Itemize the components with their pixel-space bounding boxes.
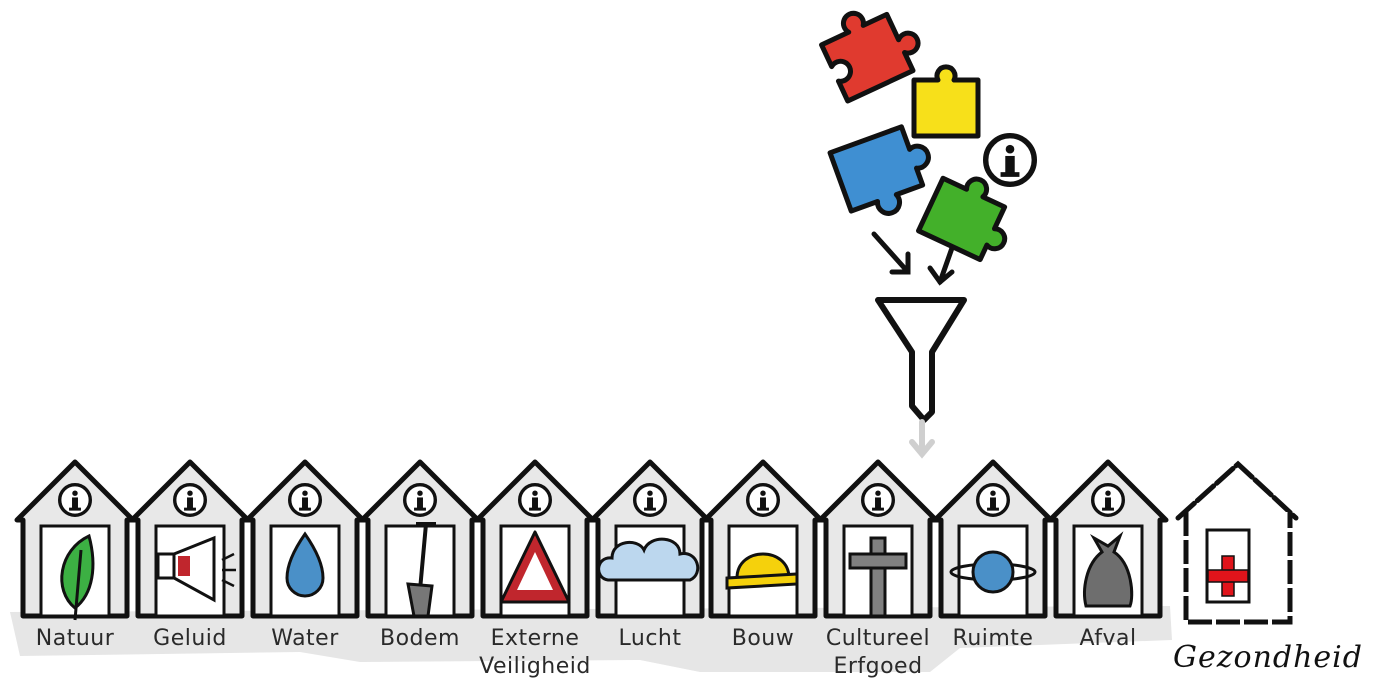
- info-icon: [1093, 485, 1124, 516]
- house-label-afval: Afval: [1079, 626, 1136, 651]
- house-label-water: Water: [271, 626, 339, 651]
- info-icon: [986, 136, 1035, 185]
- house-label-natuur: Natuur: [36, 626, 115, 651]
- info-icon: [405, 485, 436, 516]
- house-label-cultureel: Cultureel: [826, 626, 930, 651]
- info-icon: [748, 485, 779, 516]
- house-label-bodem: Bodem: [380, 626, 460, 651]
- info-icon: [978, 485, 1009, 516]
- house-label-ruimte: Ruimte: [953, 626, 1034, 651]
- faint-arrow-icon: [912, 422, 932, 454]
- yellow-puzzle-piece-icon: [914, 67, 978, 136]
- house-label-bouw: Bouw: [732, 626, 795, 651]
- puzzle-cluster: [815, 0, 1035, 454]
- info-icon: [175, 485, 206, 516]
- info-icon: [635, 485, 666, 516]
- info-icon: [863, 485, 894, 516]
- info-icon: [520, 485, 551, 516]
- house-label-veiligheid: Veiligheid: [479, 654, 591, 679]
- arrow-left-icon: [874, 234, 908, 272]
- house-label-erfgoed: Erfgoed: [833, 654, 922, 679]
- funnel-icon: [878, 300, 964, 420]
- info-icon: [290, 485, 321, 516]
- arrow-right-icon: [930, 248, 952, 282]
- house-label-externe: Externe: [491, 626, 580, 651]
- red-puzzle-piece-icon: [815, 0, 929, 101]
- house-label-gezondheid: Gezondheid: [1173, 640, 1363, 675]
- health-house: Gezondheid: [1173, 464, 1363, 675]
- house-label-geluid: Geluid: [153, 626, 227, 651]
- info-icon: [60, 485, 91, 516]
- house-label-lucht: Lucht: [619, 626, 682, 651]
